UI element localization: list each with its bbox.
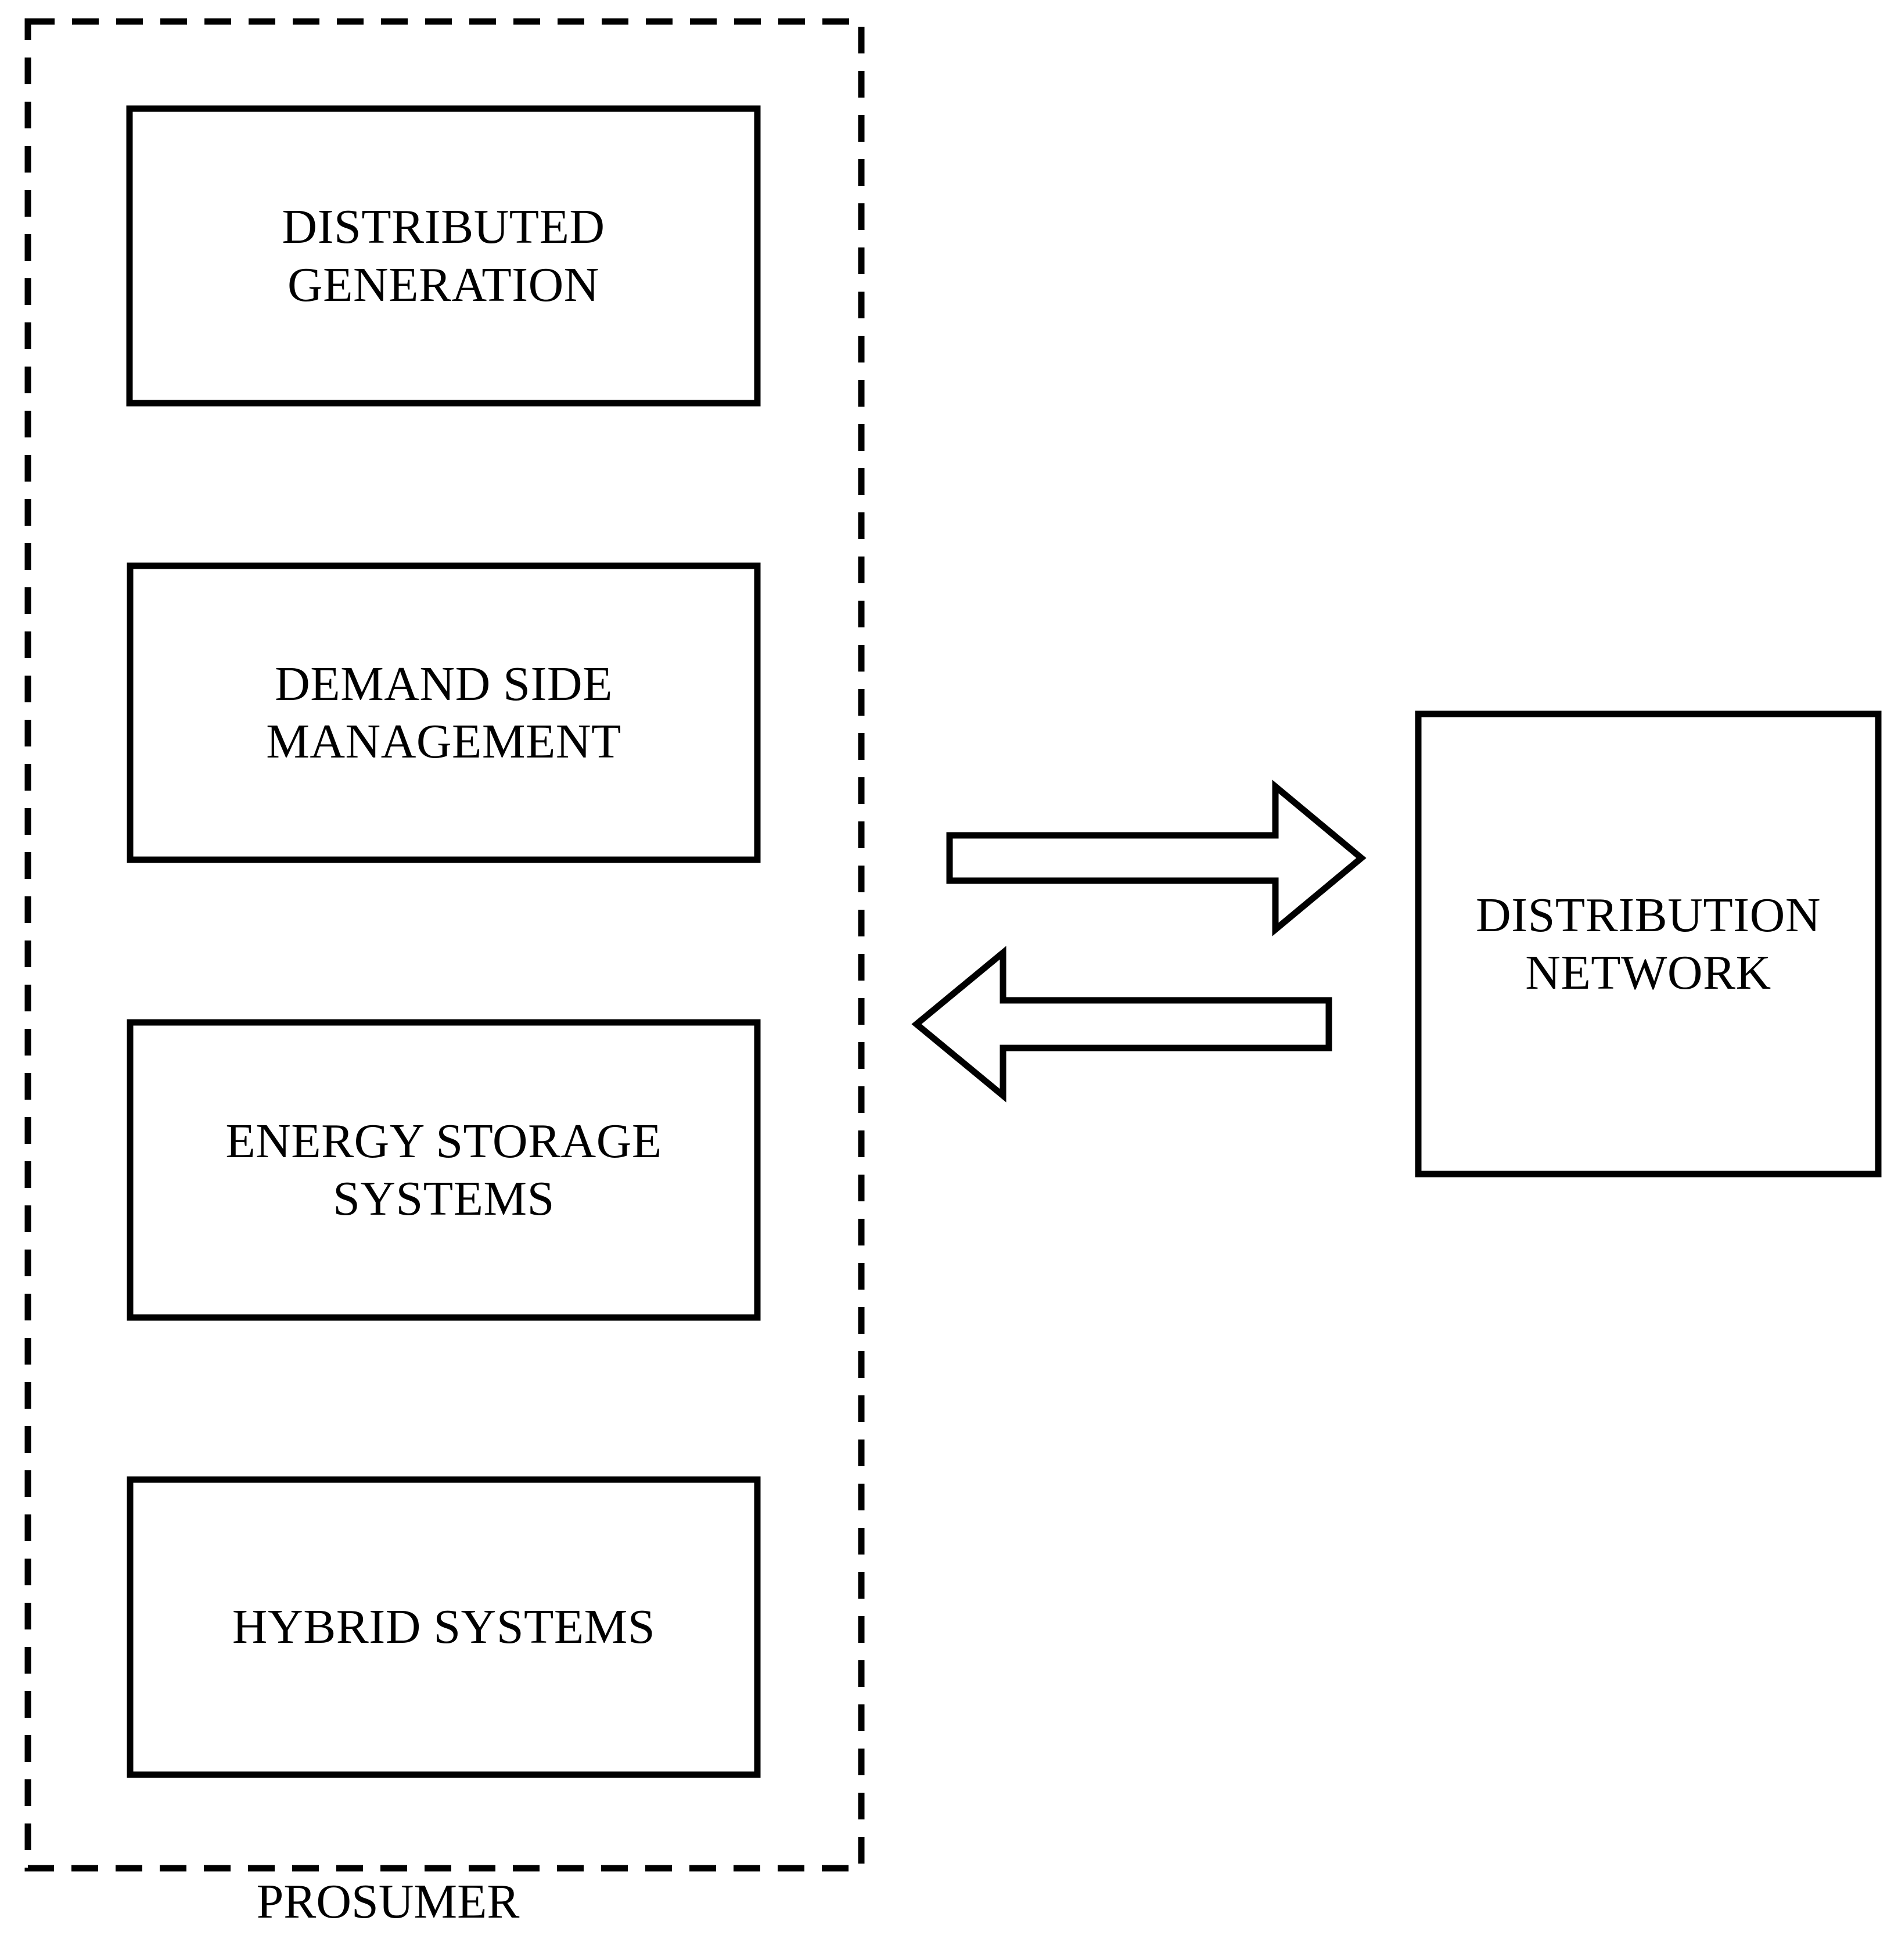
label-distributed-generation: DISTRIBUTED GENERATION (282, 200, 605, 312)
block-hybrid-systems[interactable] (127, 1476, 761, 1778)
block-distributed-generation[interactable] (126, 105, 761, 407)
block-demand-side-management[interactable] (127, 562, 761, 863)
block-distribution-network[interactable] (1415, 710, 1882, 1178)
label-energy-storage-systems: ENERGY STORAGE SYSTEMS (225, 1114, 662, 1226)
arrow-right-icon[interactable] (946, 780, 1367, 936)
prosumer-group-caption: PROSUMER (256, 1875, 520, 1929)
label-demand-side-management: DEMAND SIDE MANAGEMENT (266, 656, 621, 769)
arrow-left-icon[interactable] (911, 946, 1332, 1103)
label-hybrid-systems: HYBRID SYSTEMS (232, 1600, 656, 1654)
label-distribution-network: DISTRIBUTION NETWORK (1476, 888, 1821, 1000)
prosumer-dashed-boundary (24, 18, 865, 1872)
block-energy-storage-systems[interactable] (127, 1019, 761, 1321)
